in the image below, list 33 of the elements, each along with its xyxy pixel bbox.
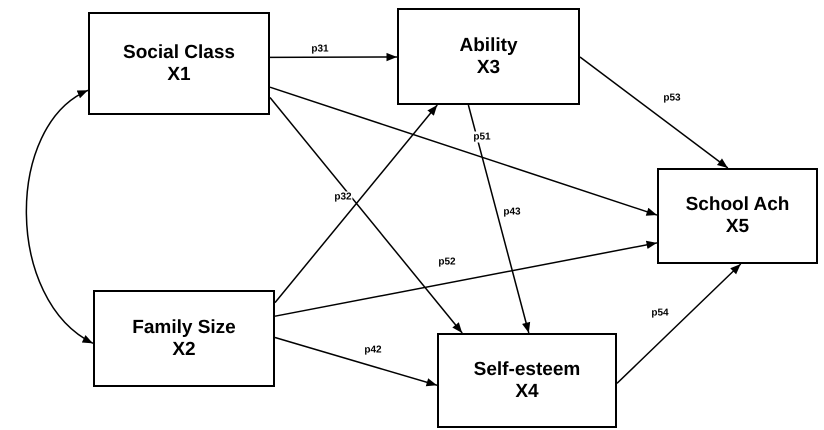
node-text: Family Size — [132, 316, 236, 338]
node-text: X5 — [726, 216, 750, 238]
arrow — [274, 336, 438, 386]
node-text: Ability — [459, 34, 518, 56]
arrow — [468, 104, 530, 334]
node-text: School Ach — [686, 194, 790, 216]
variable-box — [397, 8, 580, 105]
node-text: X3 — [476, 56, 500, 78]
arrow — [274, 240, 658, 317]
edge-label: p42 — [363, 344, 383, 356]
arrow — [269, 97, 463, 334]
node-text: X2 — [172, 338, 196, 360]
node-text: X4 — [515, 380, 539, 402]
node-text: X1 — [167, 64, 191, 86]
edge-label: p43 — [502, 206, 522, 218]
arrow — [580, 56, 728, 169]
node-text: Social Class — [123, 42, 235, 64]
node-text: Self-esteem — [474, 358, 580, 380]
variable-box — [93, 290, 275, 387]
arrow — [274, 104, 438, 304]
edge-label: p51 — [472, 132, 492, 142]
arrow — [26, 90, 94, 344]
variable-box — [437, 333, 617, 428]
arrow — [270, 52, 397, 62]
edge-label: p32 — [333, 192, 353, 202]
arrow — [616, 263, 742, 384]
variable-box — [88, 12, 270, 115]
edge-label: p53 — [662, 92, 682, 104]
edge-label: p54 — [650, 308, 670, 318]
variable-box — [657, 168, 818, 264]
edge-label: p52 — [437, 256, 457, 268]
arrow — [270, 86, 658, 216]
edge-label: p31 — [310, 44, 330, 54]
